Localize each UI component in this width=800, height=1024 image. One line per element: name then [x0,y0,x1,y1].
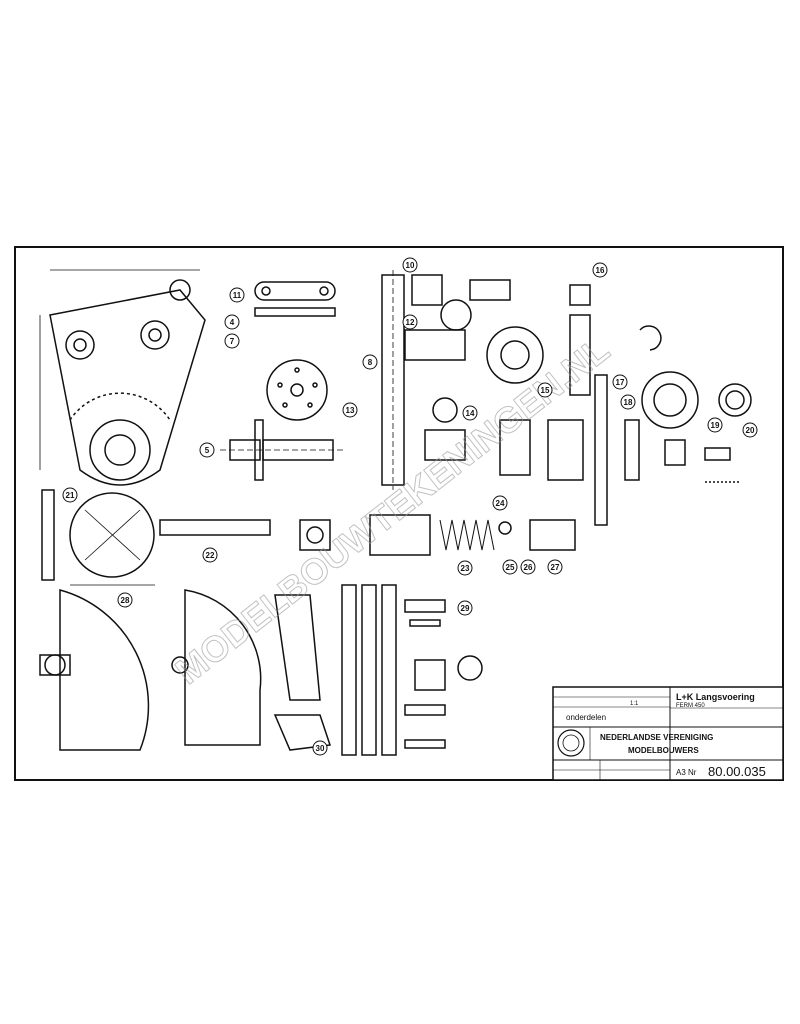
part-callout-number: 15 [541,386,550,395]
part-callout-number: 11 [233,291,242,300]
part-callout-number: 30 [316,744,325,753]
part-callout: 14 [462,405,478,421]
title-line-1: L+K Langsvoering [676,692,755,702]
org-line-2: MODELBOUWERS [628,746,699,755]
part-callout: 30 [312,740,328,756]
part-callout: 20 [742,422,758,438]
shaft-part [220,419,345,481]
disc-part [41,489,155,586]
part-callout-number: 25 [506,563,515,572]
vertical-bar [381,270,405,490]
part-callout-number: 8 [368,358,373,367]
part-callout-number: 21 [66,491,75,500]
part-callout: 13 [342,402,358,418]
part-callout: 19 [707,417,723,433]
part-callout: 25 [502,559,518,575]
part-callout-number: 27 [551,563,560,572]
part-group-label: onderdelen [566,713,606,722]
part-callout-number: 12 [406,318,415,327]
scale-value: 1:1 [630,701,639,707]
title-block: 1:1 onderdelen L+K Langsvoering FERM 450… [552,686,784,781]
part-callout-number: 16 [596,266,605,275]
org-seal-logo [557,729,585,757]
org-line-1: NEDERLANDSE VERENIGING [600,733,713,742]
part-callout-number: 20 [746,426,755,435]
drawing-number: 80.00.035 [708,764,766,779]
part-callout-number: 13 [346,406,355,415]
part-callout-number: 4 [230,318,235,327]
part-callout: 18 [620,394,636,410]
part-callout: 8 [362,354,378,370]
part-callout: 28 [117,592,133,608]
part-callout: 22 [202,547,218,563]
part-callout: 15 [537,382,553,398]
lever-part [39,269,206,486]
part-callout-number: 23 [461,564,470,573]
part-callout-number: 19 [711,421,720,430]
part-callout: 10 [402,257,418,273]
part-callout-number: 22 [206,551,215,560]
part-callout: 23 [457,560,473,576]
part-callout: 4 [224,314,240,330]
middle-row-parts [159,514,576,556]
part-callout-number: 28 [121,596,130,605]
part-callout: 5 [199,442,215,458]
segment-plates [39,589,332,751]
callout-layer: 5 4 7 8 10 11 12 13 14 15 16 17 18 19 20 21 22 23 24 25 26 27… [62,257,758,756]
part-callout-number: 7 [230,337,235,346]
part-callout: 24 [492,495,508,511]
part-callout-number: 26 [524,563,533,572]
right-parts [547,284,752,526]
gear-wheel [266,359,328,421]
link-bar [254,281,336,317]
part-callout: 11 [229,287,245,303]
part-callout-number: 14 [466,409,475,418]
part-callout: 7 [224,333,240,349]
part-callout-number: 5 [205,446,210,455]
title-line-2: FERM 450 [676,703,705,709]
part-callout: 16 [592,262,608,278]
sheet-border [14,246,784,781]
bracket-parts [404,274,544,476]
part-callout-number: 17 [616,378,625,387]
part-callout: 21 [62,487,78,503]
part-callout-number: 10 [406,261,415,270]
part-callout-number: 18 [624,398,633,407]
part-callout: 17 [612,374,628,390]
part-callout: 27 [547,559,563,575]
number-prefix: A3 Nr [676,768,697,777]
part-callout-number: 29 [461,604,470,613]
watermark-text: MODELBOUWTEKENINGEN.NL [168,328,617,692]
part-callout: 12 [402,314,418,330]
vertical-strips [341,584,483,756]
part-callout: 26 [520,559,536,575]
part-callout-number: 24 [496,499,505,508]
part-callout: 29 [457,600,473,616]
